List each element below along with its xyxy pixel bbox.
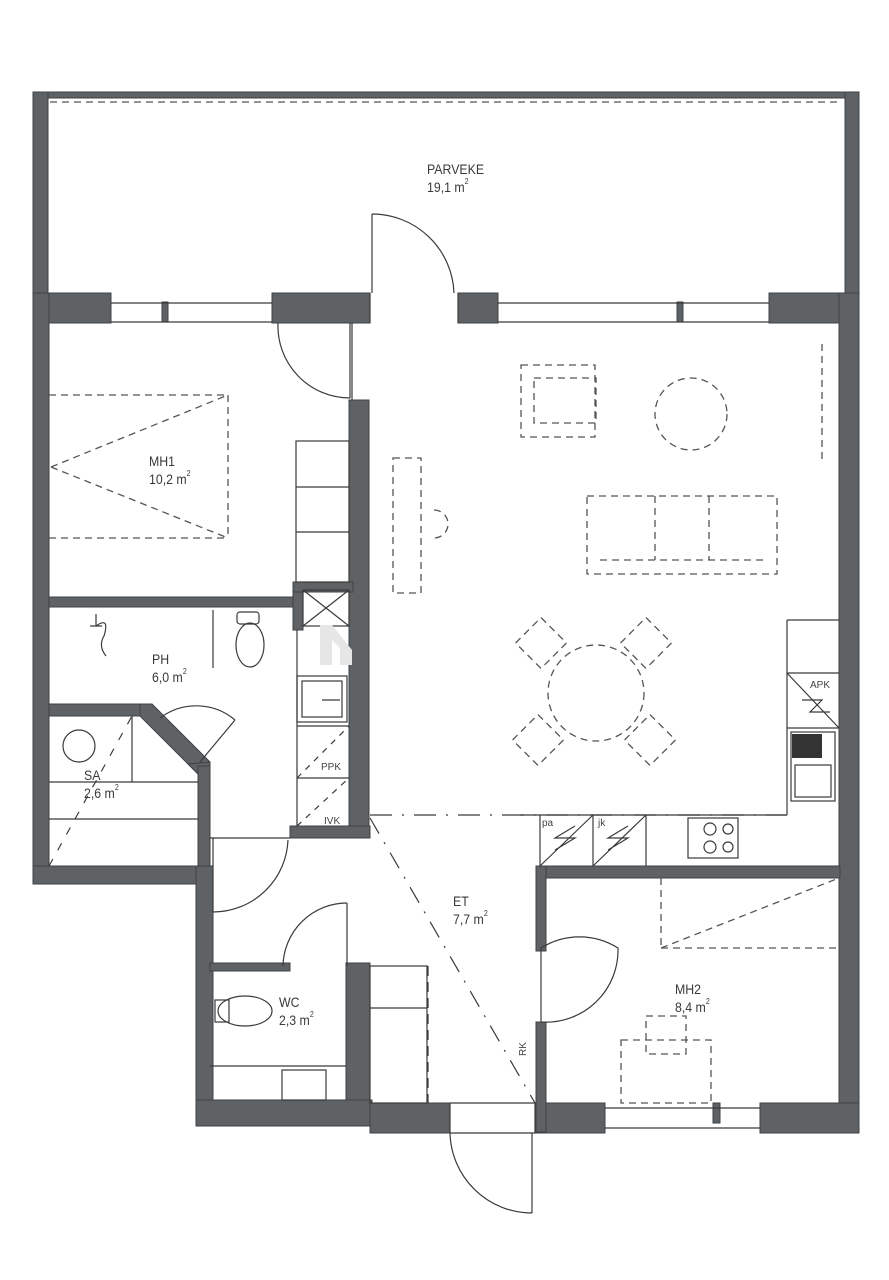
room-name: MH1 <box>149 453 176 469</box>
room-label-et: ET 7,7 m2 <box>453 892 488 928</box>
room-label-sa: SA 2,6 m2 <box>84 766 119 802</box>
room-area: 2,3 m2 <box>279 1010 314 1029</box>
room-area: 10,2 m2 <box>149 469 191 488</box>
furniture <box>49 101 840 1104</box>
room-name: SA <box>84 767 101 783</box>
balcony-railing <box>32 91 860 99</box>
room-area: 6,0 m2 <box>152 667 187 686</box>
room-name: WC <box>279 994 300 1010</box>
fixture-label-ivk: IVK <box>324 816 341 827</box>
radiator-icon <box>792 734 822 758</box>
room-name: ET <box>453 893 469 909</box>
fixture-label-apk: APK <box>810 680 831 691</box>
room-name: PH <box>152 651 170 667</box>
room-label-mh1: MH1 10,2 m2 <box>149 452 191 488</box>
room-area: 8,4 m2 <box>675 997 710 1016</box>
thin-lines <box>48 213 840 1214</box>
room-name: PARVEKE <box>427 161 485 177</box>
room-label-wc: WC 2,3 m2 <box>279 993 314 1029</box>
room-name: MH2 <box>675 981 702 997</box>
fixture-label-jk: jk <box>598 818 606 829</box>
room-label-ph: PH 6,0 m2 <box>152 650 187 686</box>
fixture-label-pa: pa <box>542 818 554 829</box>
room-area: 19,1 m2 <box>427 177 469 196</box>
room-label-mh2: MH2 8,4 m2 <box>675 980 710 1016</box>
fixture-label-rk: RK <box>518 1042 529 1056</box>
room-label-parveke: PARVEKE 19,1 m2 <box>427 160 484 196</box>
walls <box>32 91 860 1134</box>
room-area: 7,7 m2 <box>453 909 488 928</box>
fixture-label-ppk: PPK <box>321 762 342 773</box>
room-area: 2,6 m2 <box>84 783 119 802</box>
watermark <box>320 625 352 665</box>
